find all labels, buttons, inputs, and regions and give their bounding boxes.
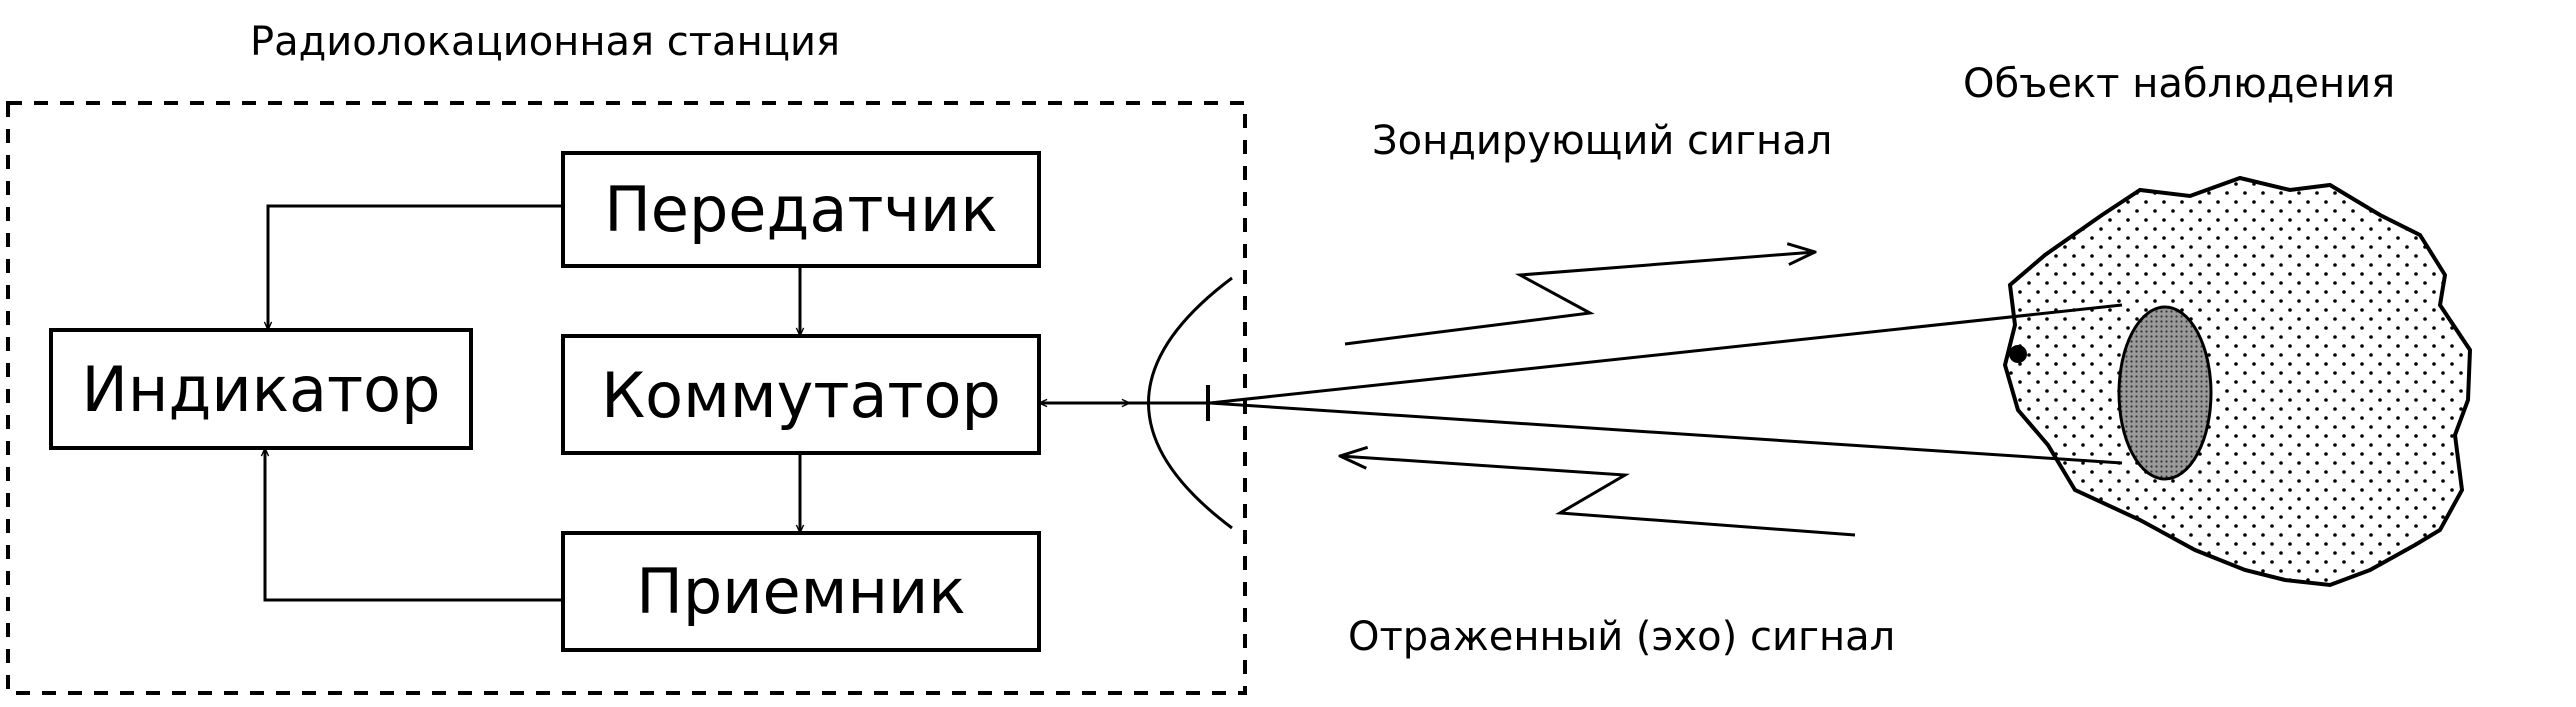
target-reflection-area bbox=[2117, 305, 2213, 481]
beam-upper-line bbox=[1209, 303, 2123, 405]
indicator-block: Индикатор bbox=[49, 328, 473, 450]
switch-block: Коммутатор bbox=[561, 334, 1041, 455]
object-label: Объект наблюдения bbox=[1963, 61, 2395, 107]
station-boundary bbox=[6, 101, 1247, 695]
receiver-to-indicator-line bbox=[265, 448, 563, 602]
echo-signal-arrow bbox=[1340, 456, 1856, 537]
probe-signal-arrow bbox=[1344, 252, 1815, 346]
receiver-block: Приемник bbox=[561, 531, 1041, 652]
transmitter-to-indicator-line bbox=[268, 204, 563, 330]
echo-signal-label: Отраженный (эхо) сигнал bbox=[1348, 614, 1895, 660]
switch-label: Коммутатор bbox=[601, 359, 1001, 432]
target-point bbox=[2009, 345, 2027, 363]
indicator-label: Индикатор bbox=[82, 353, 441, 426]
station-title: Радиолокационная станция bbox=[250, 19, 840, 65]
transmitter-label: Передатчик bbox=[604, 173, 998, 246]
receiver-label: Приемник bbox=[636, 555, 965, 628]
beam-lower-line bbox=[1209, 401, 2123, 465]
probe-signal-label: Зондирующий сигнал bbox=[1372, 118, 1832, 164]
transmitter-block: Передатчик bbox=[561, 151, 1041, 268]
observed-object bbox=[2002, 175, 2473, 588]
